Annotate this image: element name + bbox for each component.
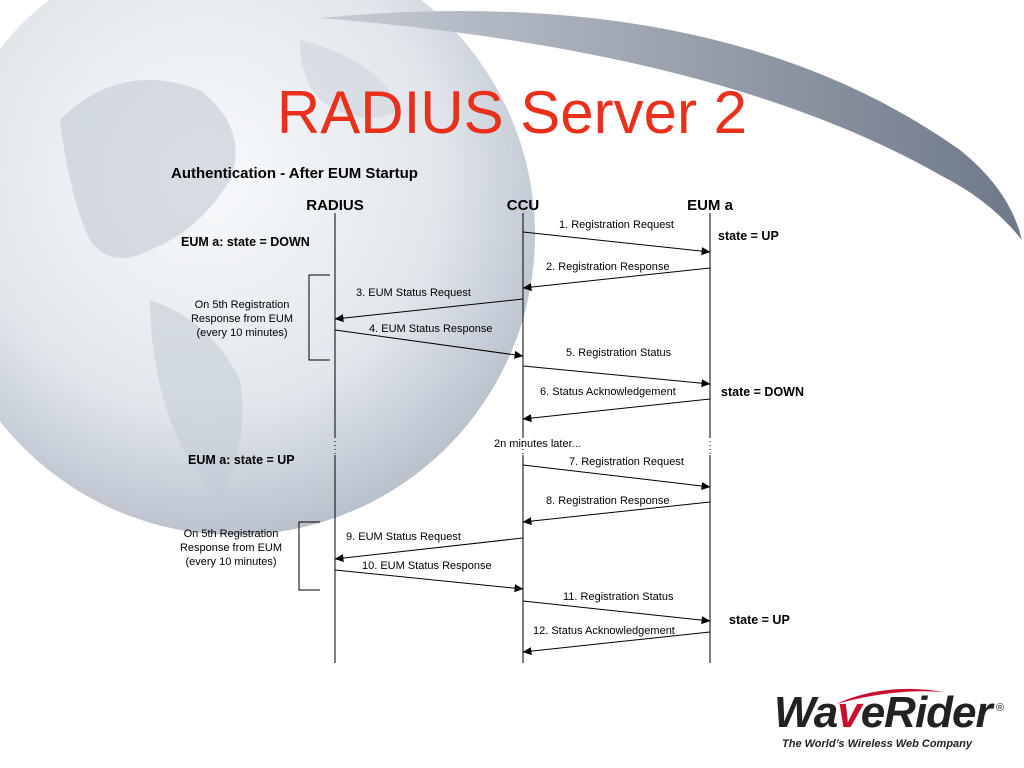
lane-label-ccu: CCU [506, 197, 540, 214]
continent-shape [60, 80, 236, 258]
note-line: On 5th Registration [194, 299, 290, 311]
note-line: (every 10 minutes) [196, 327, 288, 339]
msg-label-8: 8. Registration Response [546, 495, 670, 507]
radius-state-down: EUM a: state = DOWN [181, 235, 310, 249]
msg-arrow-7 [522, 464, 711, 490]
logo-part: Wa [774, 688, 838, 737]
msg-arrow-3 [334, 298, 524, 323]
msg-label-1: 1. Registration Request [559, 219, 674, 231]
note-line: On 5th Registration [183, 528, 279, 540]
lane-label-eum: EUM a [687, 197, 733, 214]
msg-arrow-5 [522, 365, 711, 388]
msg-arrow-1 [522, 231, 711, 256]
note-bracket-1 [308, 274, 330, 361]
note-line: Response from EUM [190, 313, 294, 325]
msg-arrow-9 [334, 537, 524, 563]
eum-state-up-1: state = UP [718, 229, 779, 243]
msg-label-9: 9. EUM Status Request [346, 531, 461, 543]
eum-state-up-2: state = UP [729, 613, 790, 627]
note-5th-registration-2: On 5th Registration Response from EUM (e… [171, 527, 291, 569]
note-line: Response from EUM [179, 542, 283, 554]
continent-shape [150, 300, 243, 500]
swoosh-arc [320, 11, 1022, 240]
continent-shape [300, 40, 400, 118]
msg-label-4: 4. EUM Status Response [369, 323, 493, 335]
note-bracket-2 [298, 521, 320, 591]
msg-label-10: 10. EUM Status Response [362, 560, 492, 572]
msg-label-3: 3. EUM Status Request [356, 287, 471, 299]
msg-label-7: 7. Registration Request [569, 456, 684, 468]
logo-wordmark: WaveRider [774, 688, 993, 738]
msg-arrow-2 [522, 267, 711, 292]
logo-tagline: The World’s Wireless Web Company [782, 738, 973, 750]
logo-registered-mark: ® [996, 702, 1005, 714]
waverider-logo: WaveRider ® The World’s Wireless Web Com… [774, 688, 1014, 756]
msg-arrow-6 [522, 398, 711, 423]
msg-label-11: 11. Registration Status [563, 591, 674, 603]
msg-label-12: 12. Status Acknowledgement [533, 625, 675, 637]
msg-label-2: 2. Registration Response [546, 261, 670, 273]
logo-part: eRider [860, 688, 993, 737]
eum-state-down: state = DOWN [721, 385, 805, 399]
msg-arrow-4 [334, 329, 524, 359]
note-line: (every 10 minutes) [185, 556, 277, 568]
msg-arrow-10 [334, 569, 524, 593]
msg-label-5: 5. Registration Status [566, 347, 672, 359]
logo-part: v [837, 688, 862, 737]
radius-state-up: EUM a: state = UP [188, 453, 295, 467]
lane-label-radius: RADIUS [306, 197, 364, 214]
msg-arrow-11 [522, 600, 711, 625]
slide-subtitle: Authentication - After EUM Startup [171, 165, 418, 182]
logo-swoosh-icon [836, 688, 944, 704]
slide-title: RADIUS Server 2 [276, 79, 748, 146]
msg-label-6: 6. Status Acknowledgement [540, 386, 676, 398]
gap-label: 2n minutes later... [494, 438, 581, 450]
msg-arrow-8 [522, 501, 711, 526]
note-5th-registration-1: On 5th Registration Response from EUM (e… [182, 298, 302, 340]
msg-arrow-12 [522, 631, 711, 656]
